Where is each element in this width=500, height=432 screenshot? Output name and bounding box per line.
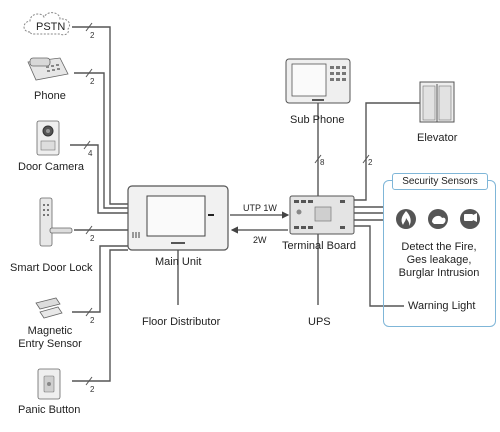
right-wiring (317, 102, 420, 307)
sub-phone-device (285, 58, 351, 104)
elevator-icon (419, 81, 455, 123)
utp-link-label: UTP 1W (243, 203, 277, 213)
wire-slashes (83, 22, 93, 386)
wire-count-pstn: 2 (90, 31, 95, 40)
wire-count-sub-phone: 8 (320, 158, 325, 167)
floor-distributor-label: Floor Distributor (142, 316, 221, 328)
smart-door-lock-label: Smart Door Lock (10, 262, 93, 274)
intrusion-sensor-icon (460, 209, 480, 229)
wire-count-door-lock: 2 (90, 234, 95, 243)
link-arrows (230, 211, 290, 234)
elevator-label: Elevator (417, 132, 458, 144)
door-camera-label: Door Camera (18, 161, 85, 173)
fire-sensor-icon (396, 209, 416, 229)
magnetic-sensor-icon (35, 297, 63, 319)
wire-count-elevator: 2 (368, 158, 373, 167)
terminal-board-label: Terminal Board (282, 240, 356, 252)
warning-light-label: Warning Light (408, 300, 476, 312)
pstn-label: PSTN (36, 21, 66, 33)
smart-door-lock-icon (39, 197, 73, 247)
sub-phone-label: Sub Phone (290, 114, 345, 126)
main-unit-device (127, 185, 229, 251)
wire-count-panic: 2 (90, 385, 95, 394)
security-sensors-title: Security Sensors (392, 173, 488, 190)
main-unit-label: Main Unit (155, 256, 202, 268)
wire-count-phone: 2 (90, 77, 95, 86)
panic-button-label: Panic Button (18, 404, 81, 416)
right-wire-slashes (314, 154, 370, 164)
pstn-cloud-icon (23, 12, 71, 36)
security-line-fire: Detect the Fire, (401, 241, 477, 253)
door-camera-icon (36, 120, 60, 156)
wire-count-door-camera: 4 (88, 149, 93, 158)
wire-count-magnetic: 2 (90, 316, 95, 325)
phone-label: Phone (34, 90, 66, 102)
ups-label: UPS (308, 316, 331, 328)
terminal-board-device (289, 195, 355, 235)
gas-sensor-icon (428, 209, 448, 229)
two-wire-link-label: 2W (253, 235, 267, 245)
panic-button-icon (37, 368, 61, 400)
security-line-gas: Ges leakage, (406, 254, 472, 266)
magnetic-label-line2: Entry Sensor (18, 338, 82, 350)
security-line-burglar: Burglar Intrusion (398, 267, 480, 279)
magnetic-label-line1: Magnetic (27, 325, 73, 337)
phone-icon (27, 57, 69, 81)
